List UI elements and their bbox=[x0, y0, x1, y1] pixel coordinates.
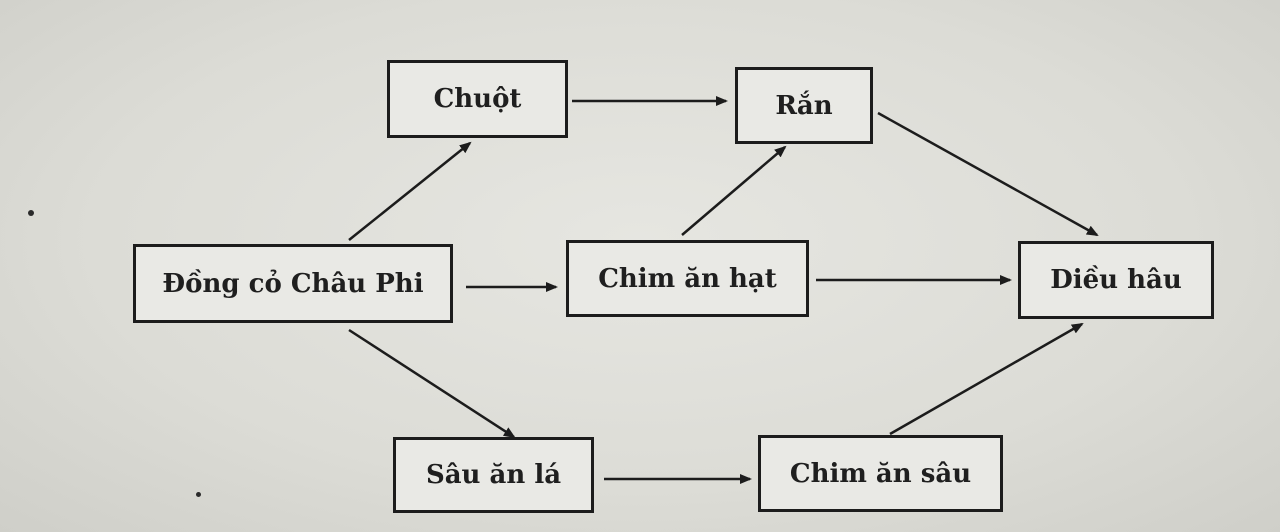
node-dieu-hau-label: Diều hâu bbox=[1050, 265, 1182, 295]
edge-chimhat-ran bbox=[681, 145, 787, 236]
node-chuot: Chuột bbox=[387, 60, 568, 138]
edge-chimsau-dieuhau bbox=[889, 322, 1084, 436]
edge-dongco-chuot bbox=[348, 141, 472, 241]
edge-ran-dieuhau bbox=[877, 111, 1099, 237]
node-chuot-label: Chuột bbox=[433, 84, 522, 114]
edge-dongco-sau bbox=[348, 328, 516, 439]
node-chim-an-sau-label: Chim ăn sâu bbox=[789, 458, 972, 489]
node-ran: Rắn bbox=[735, 67, 873, 144]
node-sau-an-la: Sâu ăn lá bbox=[393, 437, 594, 513]
node-dieu-hau: Diều hâu bbox=[1018, 241, 1214, 319]
node-dong-co-chau-phi-label: Đồng cỏ Châu Phi bbox=[162, 268, 424, 299]
node-dong-co-chau-phi: Đồng cỏ Châu Phi bbox=[133, 244, 453, 323]
node-chim-an-hat-label: Chim ăn hạt bbox=[598, 263, 777, 294]
node-chim-an-hat: Chim ăn hạt bbox=[566, 240, 809, 317]
node-ran-label: Rắn bbox=[775, 90, 833, 121]
node-sau-an-la-label: Sâu ăn lá bbox=[425, 460, 562, 490]
speck-mark bbox=[28, 210, 34, 216]
speck-mark bbox=[196, 492, 201, 497]
node-chim-an-sau: Chim ăn sâu bbox=[758, 435, 1003, 512]
